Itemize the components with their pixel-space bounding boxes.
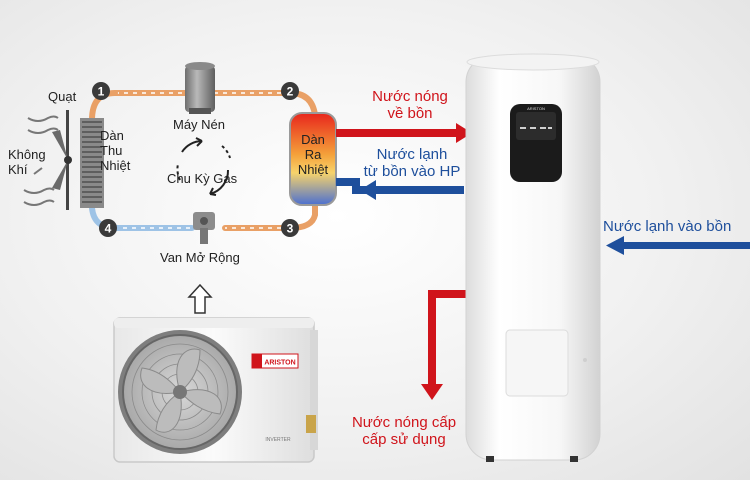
coil-lines bbox=[82, 121, 102, 203]
fan-icon bbox=[52, 110, 72, 210]
svg-text:4: 4 bbox=[105, 222, 112, 236]
cycle-nodes: 1 2 3 4 bbox=[92, 82, 299, 237]
gas-cycle-label: Chu Kỳ Gas bbox=[167, 171, 238, 186]
water-pipes bbox=[336, 123, 750, 400]
node-3: 3 bbox=[281, 219, 299, 237]
tank-brand-label: ARISTON bbox=[527, 106, 545, 111]
evaporator-label: Dàn Thu Nhiệt bbox=[100, 128, 131, 173]
hot-supply-label: Nước nóng cấp cấp sử dụng bbox=[351, 414, 457, 449]
fan-label: Quạt bbox=[48, 89, 77, 104]
cold-into-tank-label: Nước lạnh vào bồn bbox=[603, 218, 732, 235]
expansion-valve-label: Van Mở Rộng bbox=[160, 250, 240, 265]
pipe-hot-bottom bbox=[222, 202, 318, 231]
cold-water-arrowhead bbox=[360, 180, 376, 200]
svg-text:3: 3 bbox=[287, 222, 294, 236]
outdoor-fan-blades-icon bbox=[140, 348, 222, 433]
cold-inlet-arrowhead bbox=[606, 236, 624, 255]
tank-access-panel bbox=[505, 329, 569, 397]
node-2: 2 bbox=[281, 82, 299, 100]
evaporator-coil bbox=[80, 118, 104, 208]
svg-text:1: 1 bbox=[98, 85, 105, 99]
tank-control-buttons bbox=[520, 127, 552, 129]
hot-supply-arrowhead bbox=[421, 384, 443, 400]
cold-water-pipe bbox=[374, 186, 464, 194]
hot-supply-pipe bbox=[428, 290, 436, 386]
hot-water-arrowhead bbox=[456, 123, 472, 143]
node-4: 4 bbox=[99, 219, 117, 237]
cold-inlet-pipe bbox=[622, 242, 750, 249]
cycle-arrows-icon bbox=[176, 137, 231, 196]
expansion-valve bbox=[193, 212, 215, 244]
outdoor-brand-label: ARISTON bbox=[264, 360, 295, 367]
compressor bbox=[185, 62, 215, 114]
svg-text:2: 2 bbox=[287, 85, 294, 99]
water-tank: ARISTON bbox=[465, 53, 601, 462]
air-label: Không Khí bbox=[8, 147, 46, 177]
outdoor-model-label: INVERTER bbox=[265, 437, 291, 443]
node-1: 1 bbox=[92, 82, 110, 100]
cold-to-hp-label: Nước lạnh từ bồn vào HP bbox=[363, 146, 461, 181]
compressor-label: Máy Nén bbox=[173, 117, 226, 132]
hot-water-pipe bbox=[336, 129, 458, 137]
hot-to-tank-label: Nước nóng về bồn bbox=[372, 88, 448, 123]
wind-icon bbox=[23, 115, 59, 206]
pipe-left-top bbox=[89, 90, 118, 123]
condenser-tank bbox=[289, 112, 337, 206]
up-arrow-icon bbox=[187, 283, 213, 314]
outdoor-unit: ARISTON INVERTER bbox=[113, 317, 318, 463]
condenser-label: Dàn Ra Nhiệt bbox=[297, 132, 329, 177]
